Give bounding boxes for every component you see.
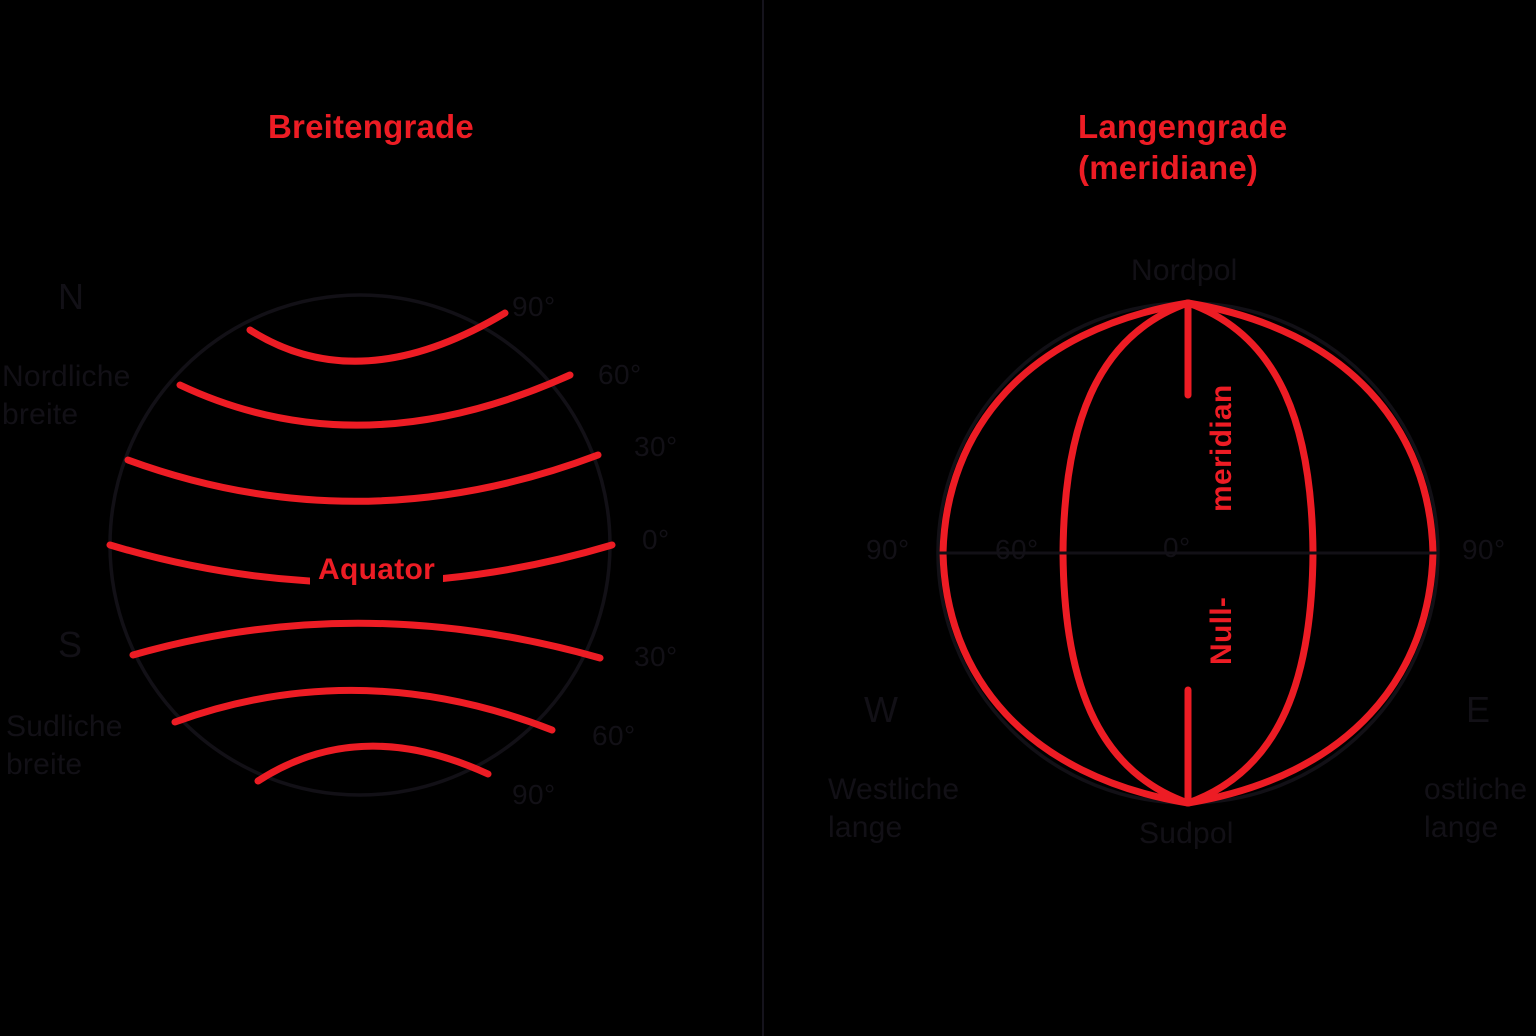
eastern-longitude-label: ostliche lange — [1424, 773, 1528, 844]
southern-latitude-label: Sudliche breite — [6, 710, 123, 781]
parallel-lines — [106, 309, 616, 785]
parallel-90s — [254, 742, 492, 785]
degree-label-30n: 30° — [634, 431, 678, 462]
south-marker-label: S — [58, 624, 83, 665]
parallel-90n — [246, 309, 509, 365]
parallel-30n — [124, 451, 602, 505]
east-marker-label: E — [1466, 689, 1491, 730]
degree-label-60w: 60° — [995, 534, 1039, 565]
south-pole-label: Sudpol — [1139, 817, 1234, 850]
latitude-globe-graphic — [106, 293, 616, 797]
panel-divider — [762, 0, 764, 1036]
north-pole-label: Nordpol — [1131, 254, 1238, 287]
parallel-30s — [129, 619, 604, 662]
northern-latitude-label: Nordliche breite — [2, 360, 131, 431]
parallel-60n — [176, 371, 574, 429]
degree-label-60s: 60° — [592, 720, 636, 751]
parallel-60s — [171, 686, 556, 734]
longitude-panel-title: Langengrade (meridiane) — [1078, 108, 1288, 186]
north-marker-label: N — [58, 276, 85, 317]
longitude-globe-graphic — [936, 299, 1440, 807]
degree-label-0: 0° — [642, 524, 670, 555]
equator-label: Aquator — [310, 553, 444, 587]
prime-meridian-upper-label: meridian — [1205, 384, 1238, 512]
degree-label-90e: 90° — [1462, 534, 1506, 565]
degree-label-30s: 30° — [634, 641, 678, 672]
west-marker-label: W — [864, 689, 899, 730]
latitude-panel-title: Breitengrade — [268, 108, 474, 145]
degree-label-90w: 90° — [866, 534, 910, 565]
latitude-panel: Breitengrade N No — [0, 0, 762, 1036]
western-longitude-label: Westliche lange — [828, 773, 960, 844]
degree-label-90s: 90° — [512, 779, 556, 810]
degree-label-60n: 60° — [598, 359, 642, 390]
degree-label-90n: 90° — [512, 291, 556, 322]
prime-meridian-lower-label: Null- — [1205, 596, 1238, 665]
longitude-panel: Langengrade (meridiane) Nordpol Sudp — [764, 0, 1536, 1036]
prime-meridian-degree-label: 0° — [1163, 532, 1191, 563]
